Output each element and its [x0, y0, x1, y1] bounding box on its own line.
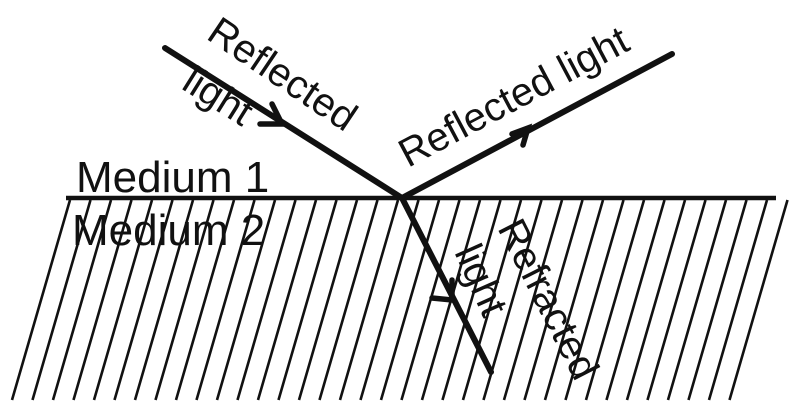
incident-arrow-icon — [257, 101, 287, 127]
reflected-label: Reflected light — [392, 18, 636, 176]
refracted-ray — [399, 195, 494, 375]
hatch-line — [646, 199, 707, 401]
hatch-line — [318, 199, 379, 401]
hatch-line — [113, 199, 174, 401]
hatch-line — [687, 199, 748, 401]
refracted-arrow-icon — [429, 277, 455, 304]
reflected-ray — [399, 51, 675, 201]
hatch-line — [72, 199, 133, 401]
hatch-line — [441, 199, 502, 401]
hatch-line — [215, 199, 277, 401]
hatch-line — [564, 199, 625, 401]
hatch-line — [10, 199, 72, 401]
hatch-line — [51, 199, 113, 401]
hatch-line — [584, 199, 646, 401]
medium-1-label: Medium 1 — [76, 153, 269, 202]
hatch-line — [31, 199, 92, 401]
hatch-line — [297, 199, 359, 401]
hatch-line — [174, 199, 236, 401]
hatch-line — [543, 199, 605, 401]
medium-2-hatching — [10, 199, 789, 401]
hatch-line — [133, 199, 195, 401]
medium-2-label: Medium 2 — [72, 206, 265, 255]
hatch-line — [92, 199, 154, 401]
hatch-line — [482, 199, 543, 401]
hatch-line — [236, 199, 297, 401]
hatch-line — [666, 199, 728, 401]
hatch-line — [523, 199, 584, 401]
hatch-line — [502, 199, 564, 401]
hatch-line — [625, 199, 687, 401]
hatch-line — [605, 199, 666, 401]
hatch-line — [379, 199, 441, 401]
hatch-line — [154, 199, 215, 401]
hatch-line — [277, 199, 338, 401]
hatch-line — [707, 199, 769, 401]
hatch-line — [195, 199, 256, 401]
hatch-line — [461, 199, 523, 401]
hatch-line — [728, 199, 789, 401]
hatch-line — [359, 199, 420, 401]
reflected-arrow-icon — [509, 123, 533, 148]
hatch-line — [338, 199, 400, 401]
hatch-line — [256, 199, 318, 401]
